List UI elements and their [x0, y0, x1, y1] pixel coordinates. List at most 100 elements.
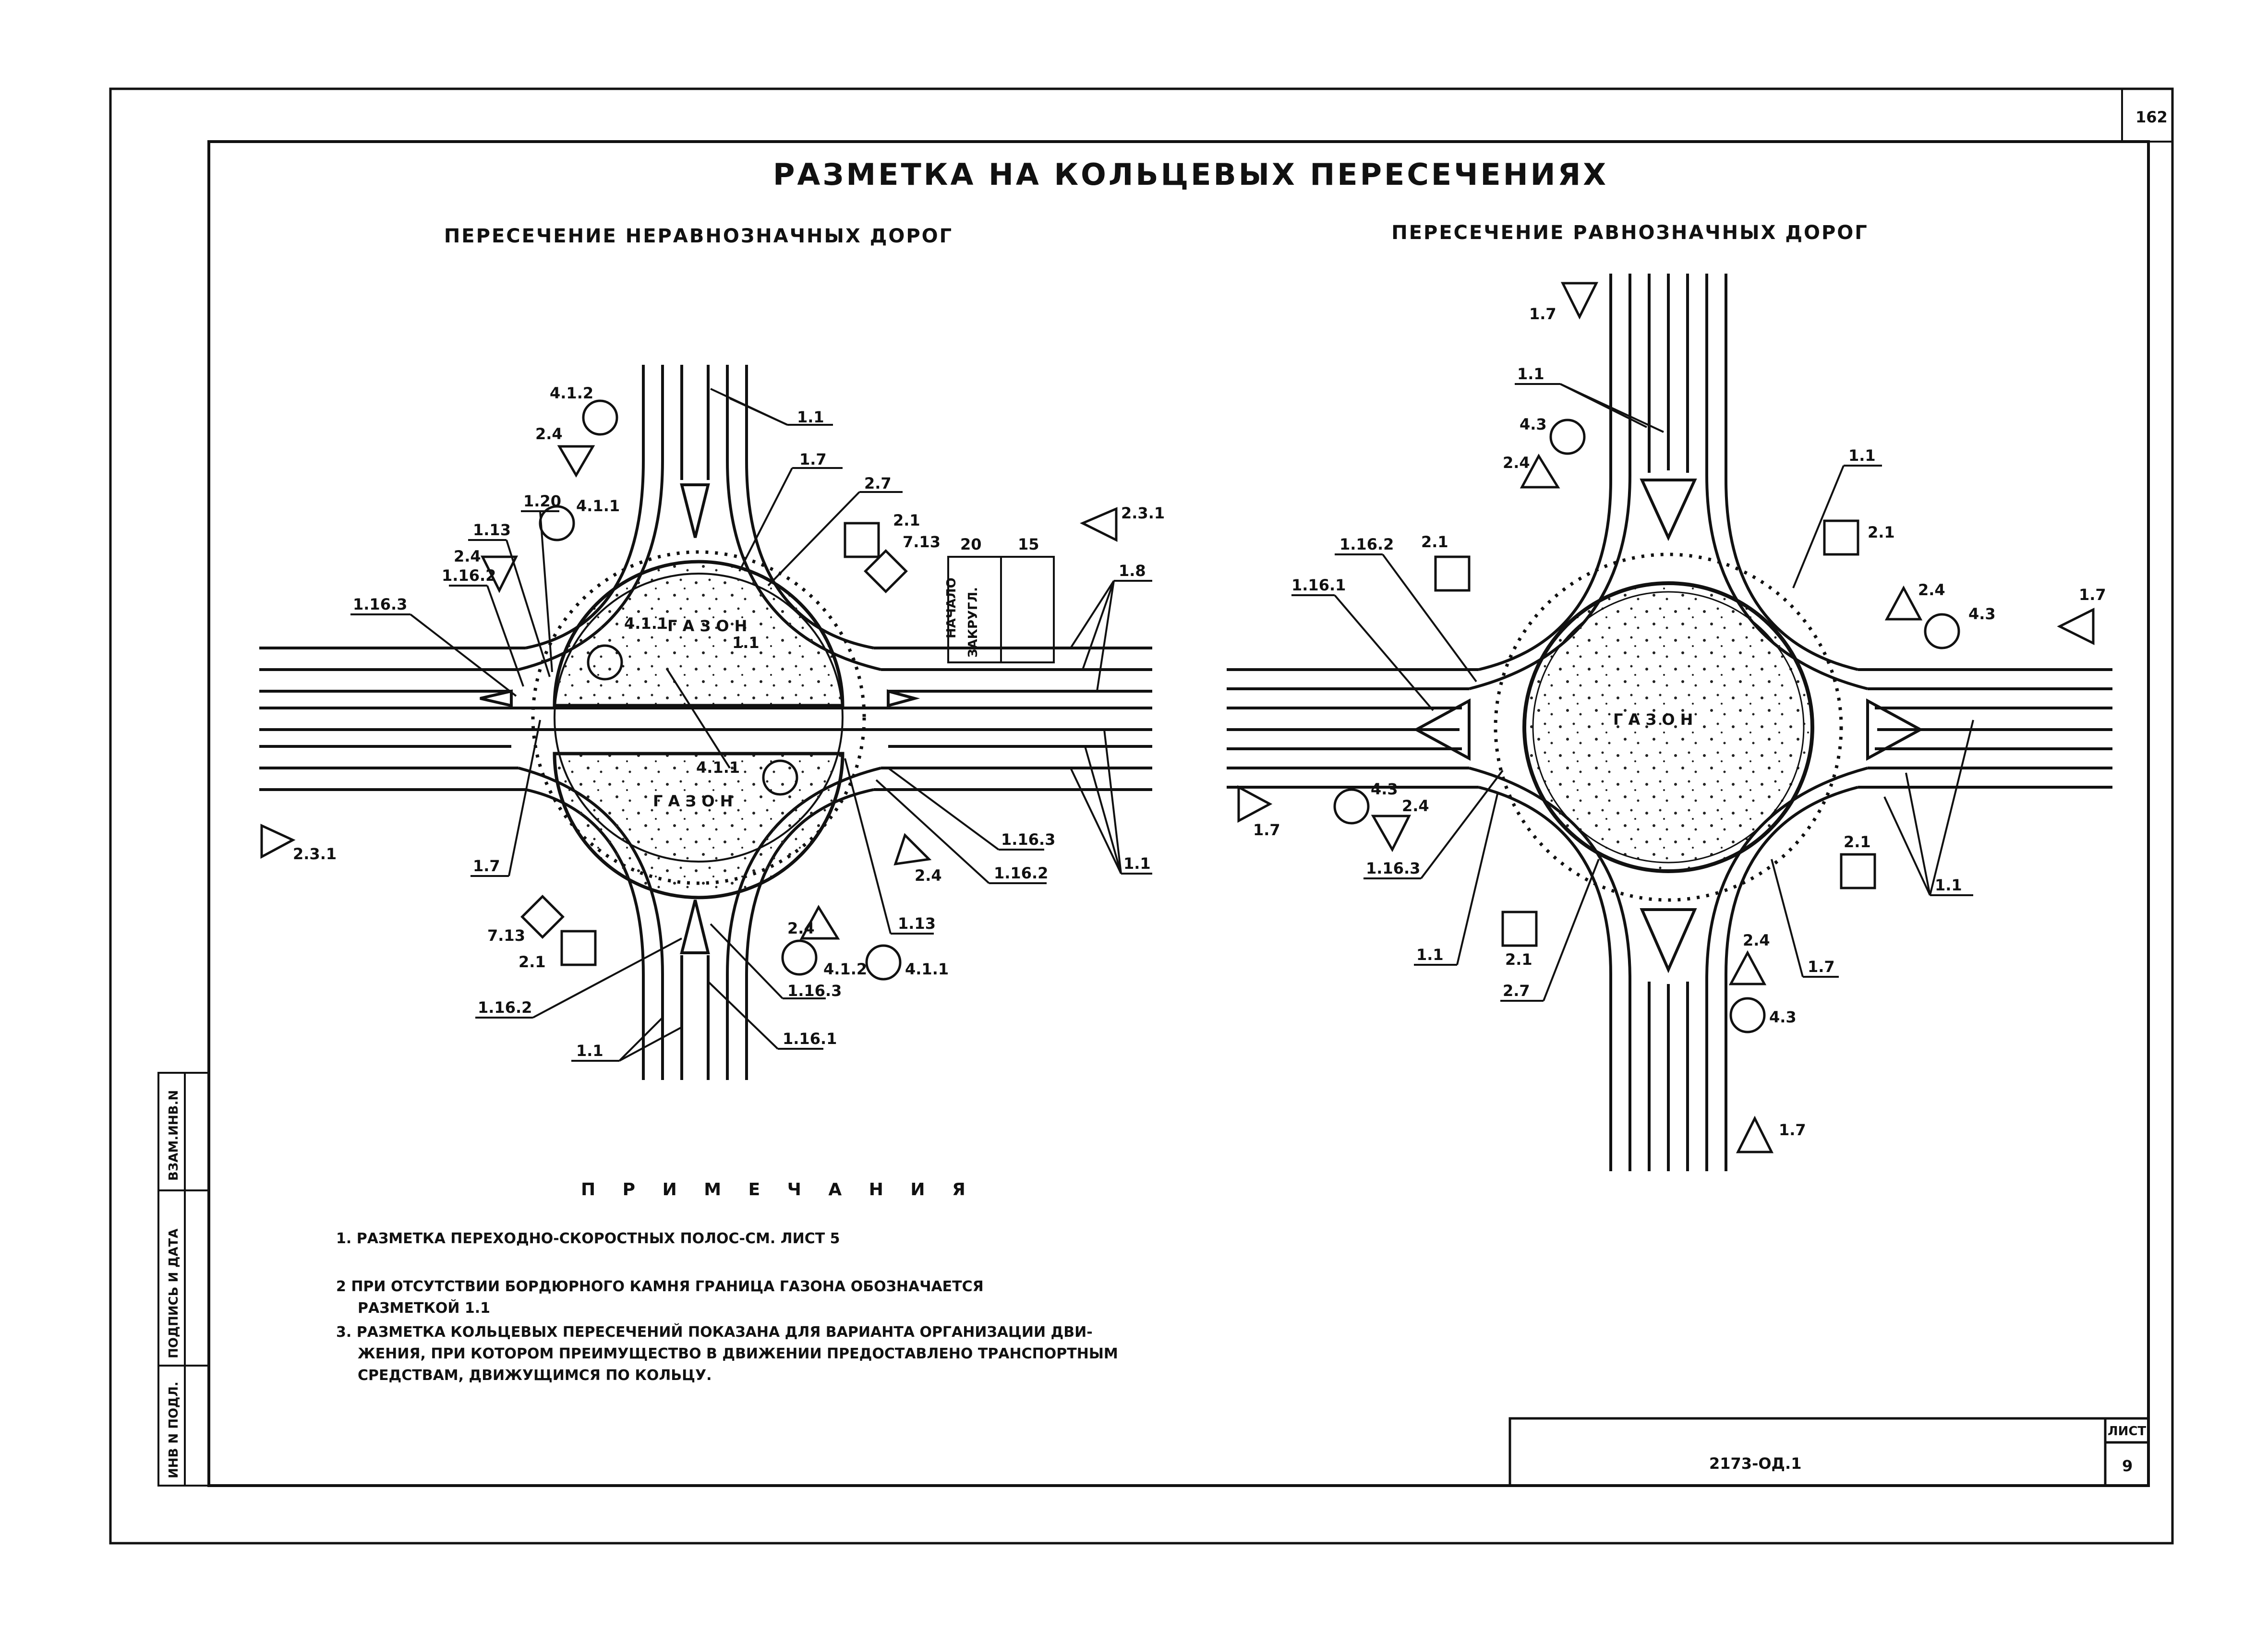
sign-round-4-3-top [1549, 419, 1586, 455]
rlbl-1-7-top: 1.7 [1529, 305, 1556, 323]
notes-heading: П Р И М Е Ч А Н И Я [581, 1180, 976, 1200]
sheet-label: ЛИСТ [2108, 1424, 2146, 1439]
lbl-1-8: 1.8 [1119, 562, 1146, 580]
lbl-1-1-right: 1.1 [1123, 854, 1151, 873]
rlbl-1-1-top: 1.1 [1517, 365, 1544, 383]
rlbl-4-3-top: 4.3 [1520, 415, 1547, 433]
lbl-1-16-3-top: 1.16.3 [353, 595, 407, 613]
lbl-7-13-bottom: 7.13 [487, 926, 525, 945]
dimension-20: 20 [960, 535, 982, 553]
sign-square-2-1-bottom-left [1501, 911, 1538, 947]
lbl-4-1-1-top: 4.1.1 [576, 497, 620, 515]
sign-triangle-2-3-1-right [1080, 507, 1118, 542]
sign-triangle-1-7-right [2057, 607, 2095, 646]
sign-triangle-2-4-top-r [1520, 453, 1560, 489]
sign-square-2-1-top-left [1434, 555, 1471, 592]
sign-square-2-1-top [844, 522, 880, 558]
curve-label: ЗАКРУГЛ. [966, 587, 980, 658]
left-island-label-top: Г А З О Н [667, 617, 747, 635]
lbl-1-16-2-top: 1.16.2 [442, 566, 496, 585]
left-signs [260, 399, 1118, 981]
sign-triangle-2-4-left-r [1371, 815, 1411, 852]
sign-round-4-3-right [1924, 613, 1960, 649]
sign-triangle-1-7-top [1560, 282, 1599, 320]
rlbl-1-16-1: 1.16.1 [1291, 576, 1346, 594]
dimension-15: 15 [1018, 535, 1039, 553]
start-label: НАЧАЛО [944, 577, 959, 638]
right-intersection-diagram [1227, 274, 2112, 1171]
rlbl-1-1-bottom-left: 1.1 [1416, 946, 1444, 964]
left-leader-lines [350, 388, 1152, 1062]
sign-round-4-1-1-lower [762, 759, 798, 796]
dimension-block [947, 556, 1055, 663]
rlbl-1-16-3: 1.16.3 [1366, 859, 1420, 877]
sign-round-4-1-2-bottom [781, 939, 818, 976]
right-central-island-inner-ring [1532, 591, 1805, 864]
page-title: РАЗМЕТКА НА КОЛЬЦЕВЫХ ПЕРЕСЕЧЕНИЯХ [773, 157, 1608, 192]
sheet-number: 9 [2122, 1457, 2133, 1475]
lbl-2-4-right: 2.4 [915, 866, 942, 885]
note-2-line-2: РАЗМЕТКОЙ 1.1 [358, 1299, 490, 1317]
sign-round-4-3-left [1333, 788, 1370, 825]
rlbl-2-4-left: 2.4 [1402, 797, 1429, 815]
right-central-island [1522, 581, 1814, 873]
left-subtitle: ПЕРЕСЕЧЕНИЕ НЕРАВНОЗНАЧНЫХ ДОРОГ [444, 225, 953, 247]
lbl-1-7-top: 1.7 [799, 450, 827, 468]
lbl-1-16-3-right: 1.16.3 [1001, 830, 1055, 849]
title-block [1508, 1417, 2150, 1487]
lbl-1-1-center: 1.1 [732, 634, 760, 652]
rlbl-4-3-bottom: 4.3 [1769, 1008, 1797, 1026]
left-central-island-bottom [553, 752, 844, 900]
sign-triangle-2-4-bottom-r [1728, 950, 1767, 985]
lbl-2-4-left: 2.4 [454, 547, 481, 565]
stamp-inv: ИНВ N ПОДЛ. [167, 1381, 181, 1478]
rlbl-4-3-left: 4.3 [1371, 780, 1398, 798]
rlbl-4-3-right: 4.3 [1968, 605, 1996, 623]
rlbl-2-4-top: 2.4 [1503, 454, 1530, 472]
lbl-1-16-1: 1.16.1 [783, 1030, 837, 1048]
lbl-2-1-bottom: 2.1 [519, 953, 546, 971]
stamp-replace: ВЗАМ.ИНВ.N [167, 1090, 181, 1181]
lbl-2-1-top: 2.1 [893, 511, 920, 529]
sign-triangle-1-7-left [1237, 785, 1273, 823]
rlbl-2-4-right: 2.4 [1918, 581, 1945, 599]
left-central-island-top [553, 560, 844, 708]
sign-triangle-2-4-bottom [799, 904, 840, 940]
rlbl-1-16-2: 1.16.2 [1339, 535, 1394, 553]
sign-triangle-2-4-right [893, 833, 932, 866]
note-1: 1. РАЗМЕТКА ПЕРЕХОДНО-СКОРОСТНЫХ ПОЛОС-С… [336, 1230, 840, 1247]
lbl-1-1-top: 1.1 [797, 408, 824, 426]
lbl-1-1-bottom: 1.1 [576, 1042, 603, 1060]
rlbl-1-7-bottom: 1.7 [1779, 1121, 1806, 1139]
lbl-4-1-1-center: 4.1.1 [624, 614, 668, 633]
lbl-4-1-2-bottom: 4.1.2 [823, 960, 867, 978]
sign-square-2-1-bottom [560, 930, 597, 966]
right-signs [1237, 282, 2095, 1153]
lbl-4-1-1-lower: 4.1.1 [696, 758, 740, 777]
sign-round-4-1-1-bottom [865, 944, 902, 981]
sign-round-4-1-1-center [587, 644, 623, 681]
rlbl-2-1-top-right: 2.1 [1868, 523, 1895, 541]
rlbl-1-7-right: 1.7 [2079, 586, 2106, 604]
rlbl-2-1-top-left: 2.1 [1421, 533, 1448, 551]
lbl-1-20: 1.20 [523, 492, 561, 510]
sign-round-4-3-bottom [1729, 997, 1766, 1033]
left-island-label-bottom: Г А З О Н [653, 792, 733, 810]
stamp-sign: ПОДПИСЬ И ДАТА [167, 1229, 181, 1358]
note-3-line-3: СРЕДСТВАМ, ДВИЖУЩИМСЯ ПО КОЛЬЦУ. [358, 1367, 712, 1384]
rlbl-1-7-left: 1.7 [1253, 821, 1280, 839]
note-3-line-2: ЖЕНИЯ, ПРИ КОТОРОМ ПРЕИМУЩЕСТВО В ДВИЖЕН… [358, 1345, 1118, 1362]
lbl-2-4-bottom: 2.4 [787, 919, 815, 937]
sign-diamond-7-13-top [864, 549, 908, 593]
left-splitter-islands [480, 483, 920, 954]
sign-triangle-1-7-bottom [1736, 1116, 1774, 1153]
sign-square-2-1-top-right [1823, 519, 1859, 556]
rlbl-2-1-bottom-right: 2.1 [1844, 833, 1871, 851]
lbl-1-13-top: 1.13 [473, 521, 511, 539]
sign-round-4-1-2-top [582, 399, 618, 436]
sign-triangle-2-4-top [557, 445, 595, 478]
right-splitter-islands [1413, 479, 1924, 973]
sign-triangle-2-4-left [480, 555, 519, 593]
lbl-1-13-bottom: 1.13 [898, 914, 936, 933]
